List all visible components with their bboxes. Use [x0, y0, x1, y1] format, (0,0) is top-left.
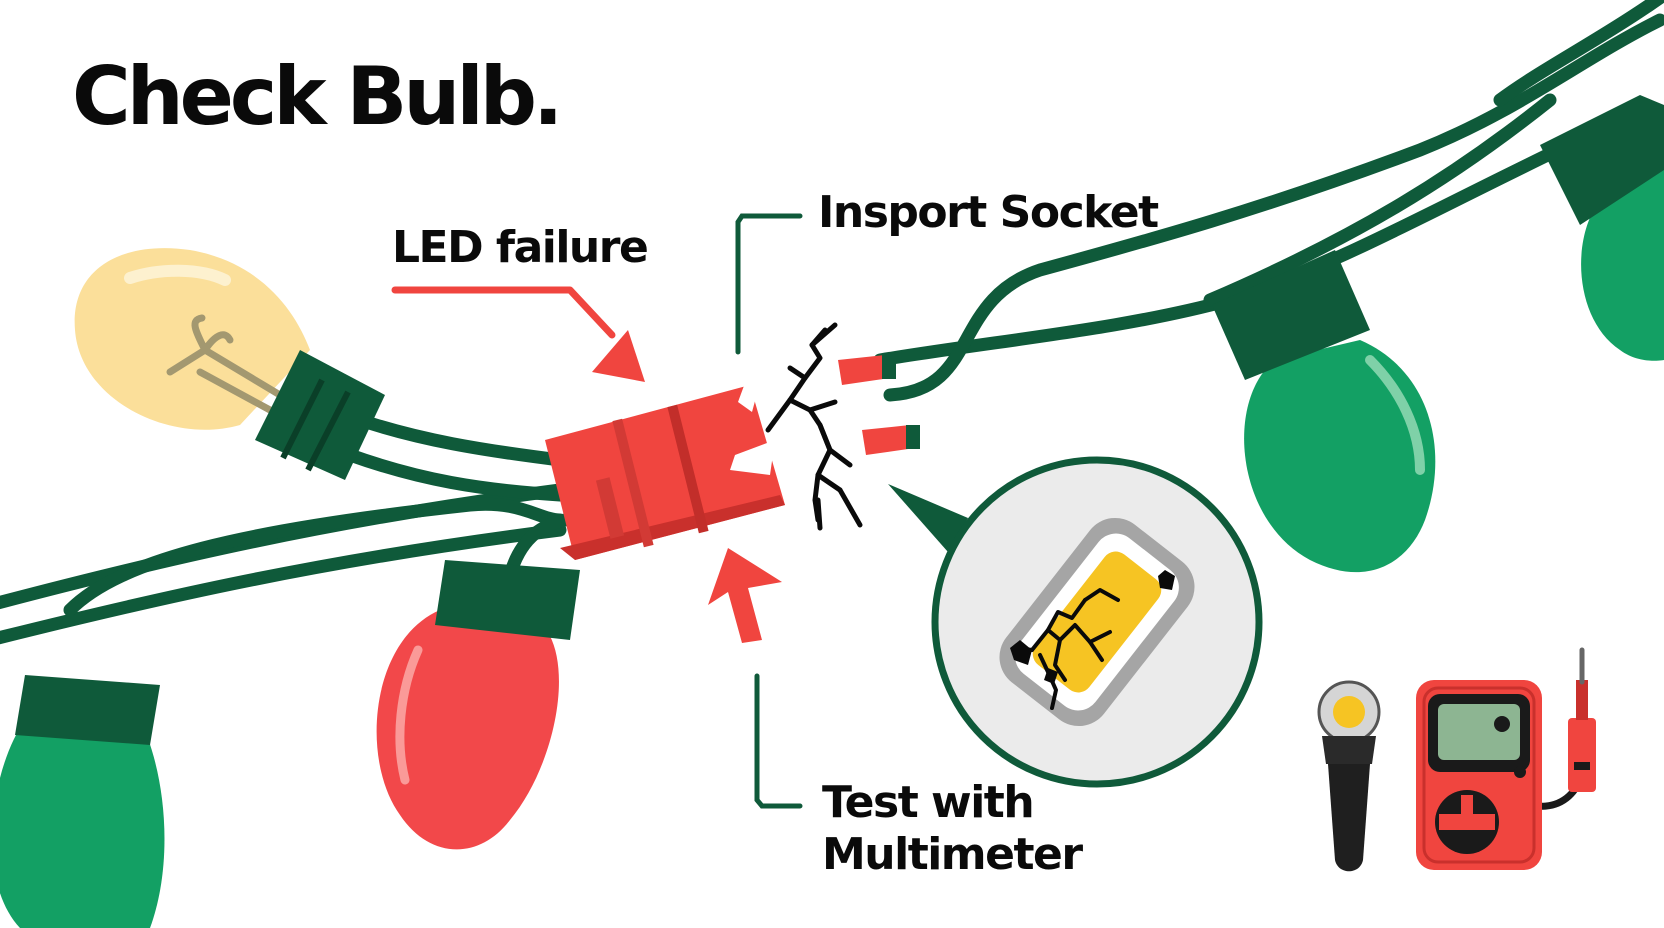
crack-icon	[765, 322, 863, 531]
multimeter-callout-arrow	[708, 548, 782, 643]
wire-yellow-bulb-1	[353, 413, 567, 467]
filament	[166, 314, 284, 414]
bulb-icon	[74, 248, 385, 480]
plug-tips	[838, 355, 920, 455]
bulb-icon	[0, 675, 165, 928]
wire-right-4	[1493, 0, 1664, 107]
test-label-line2: Multimeter	[822, 829, 1083, 880]
bracket-lines	[735, 213, 803, 809]
arrow-icon	[708, 548, 782, 643]
magnifier-icon	[888, 456, 1263, 788]
wire-yellow-bulb-2	[343, 448, 567, 502]
led-failure-callout	[391, 286, 645, 382]
test-multimeter-label: Test with Multimeter	[822, 777, 1083, 881]
wire-left-lower	[0, 523, 567, 645]
page-title: Check Bulb.	[72, 50, 563, 143]
multimeter-icon	[1416, 647, 1596, 870]
wire-left-arc	[63, 497, 567, 617]
bulb-icon	[1540, 95, 1664, 361]
socket-icon	[545, 383, 785, 560]
test-label-line1: Test with	[822, 777, 1035, 828]
bulb-icon	[376, 560, 580, 850]
inspect-socket-label: Insport Socket	[818, 187, 1159, 238]
test-bracket	[754, 673, 803, 809]
arrow-icon	[592, 330, 645, 382]
wire-right-3	[1203, 93, 1557, 307]
flashlight-icon	[1317, 680, 1381, 872]
bulb-icon	[1212, 250, 1436, 573]
socket-bracket	[735, 213, 803, 355]
wire-right-2	[883, 13, 1664, 402]
led-failure-label: LED failure	[392, 222, 649, 273]
